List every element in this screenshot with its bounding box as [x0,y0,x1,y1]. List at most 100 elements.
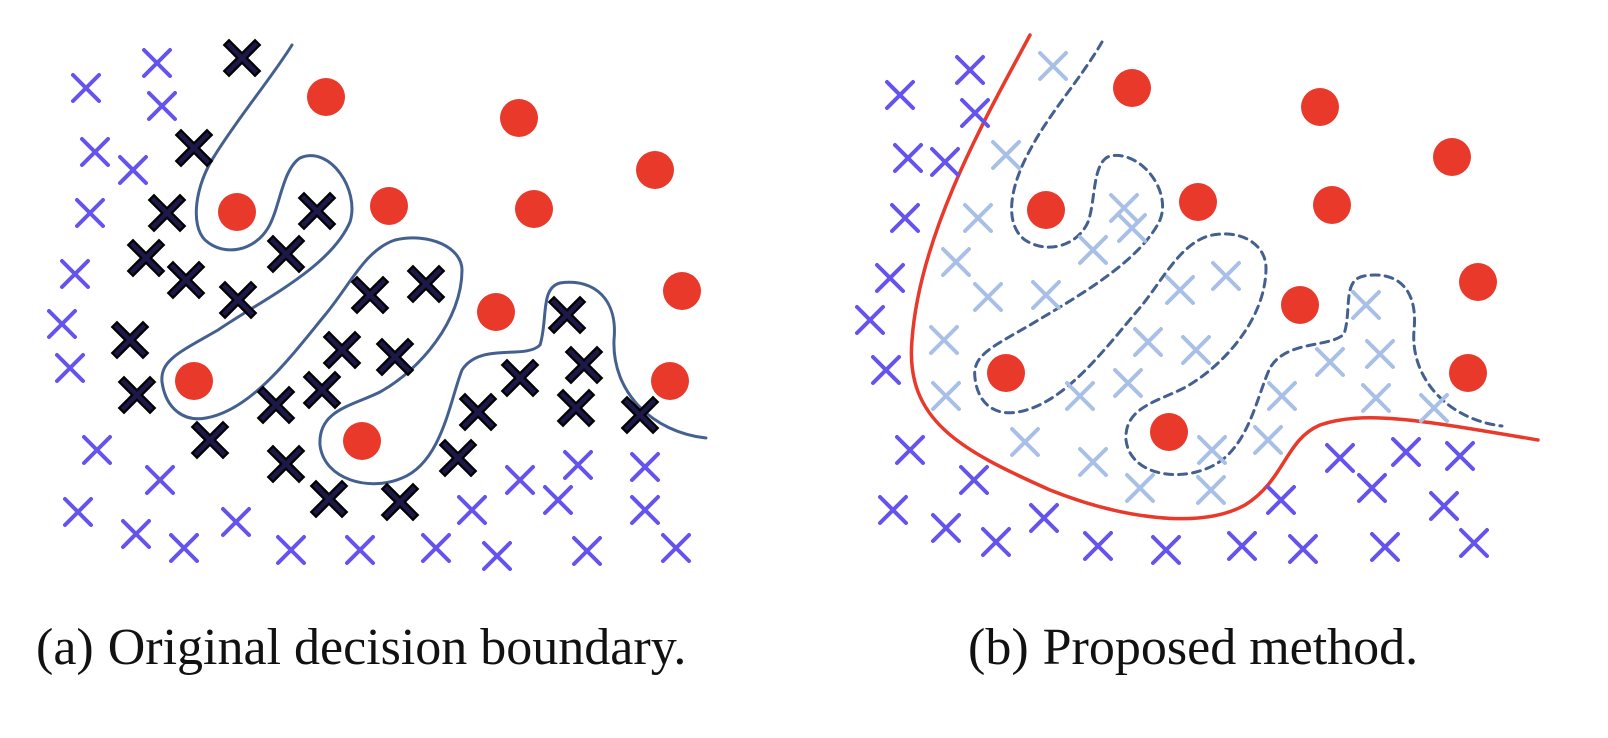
circle-point [1113,69,1151,107]
circle-point [218,193,256,231]
faded-cross-point [1165,275,1195,305]
circle-point [477,293,515,331]
faded-cross-point [1211,261,1241,291]
cross-point [82,435,112,465]
highlighted-cross-point [309,479,349,519]
cross-point [60,259,90,289]
cross-point [345,535,375,565]
faded-cross-point [1078,235,1108,265]
cross-point [931,513,961,543]
cross-point [661,533,691,563]
cross-point [1429,491,1459,521]
highlighted-cross-point [174,128,214,168]
highlighted-cross-point [564,345,604,385]
cross-point [142,48,172,78]
highlighted-cross-point [350,275,390,315]
highlighted-cross-point [110,320,150,360]
highlighted-cross-point [406,264,446,304]
highlighted-cross-point [190,420,230,460]
cross-point [1083,531,1113,561]
cross-point [457,495,487,525]
circle-point [307,78,345,116]
cross-point [871,355,901,385]
cross-point [630,452,660,482]
circle-point [1433,138,1471,176]
faded-cross-point [1109,193,1139,223]
faded-cross-point [973,282,1003,312]
circle-point [1150,413,1188,451]
faded-cross-point [1196,475,1226,505]
cross-point [1227,531,1257,561]
cross-point [855,305,885,335]
circle-point [987,354,1025,392]
faded-cross-point [1038,51,1068,81]
faded-cross-point [1078,447,1108,477]
cross-point [75,198,105,228]
faded-cross-point [931,381,961,411]
caption-a: (a)Original decision boundary. [36,608,686,688]
highlighted-cross-point [302,370,342,410]
highlighted-cross-point [147,193,187,233]
cross-point [930,147,960,177]
original-boundary-dashed-curve [973,40,1504,476]
circle-point [651,362,689,400]
cross-point [563,450,593,480]
faded-cross-point [1113,368,1143,398]
faded-cross-point [1419,393,1449,423]
cross-point [878,495,908,525]
faded-cross-point [1133,327,1163,357]
cross-point [80,137,110,167]
circle-point [1281,286,1319,324]
faded-cross-point [1010,427,1040,457]
highlighted-cross-point [547,295,587,335]
circle-point [500,99,538,137]
highlighted-cross-point [266,444,306,484]
cross-point [1370,532,1400,562]
cross-point [890,203,920,233]
circle-point [1313,186,1351,224]
cross-point [981,527,1011,557]
faded-cross-point [1181,335,1211,365]
cross-point [895,435,925,465]
cross-point [221,507,251,537]
caption-b-text: Proposed method. [1042,619,1419,676]
circle-point [515,190,553,228]
circle-point [1027,191,1065,229]
faded-cross-point [1117,213,1147,243]
cross-point [482,541,512,571]
highlighted-cross-point [500,358,540,398]
cross-point [1288,534,1318,564]
cross-point [1445,441,1475,471]
circle-point [663,272,701,310]
highlighted-cross-point [380,482,420,522]
cross-point [572,536,602,566]
caption-b: (b)Proposed method. [968,608,1418,688]
highlighted-cross-point [375,337,415,377]
circle-point [636,151,674,189]
faded-cross-point [1031,280,1061,310]
highlighted-cross-point [458,392,498,432]
faded-cross-point [1267,381,1297,411]
faded-cross-point [1125,473,1155,503]
circle-point [343,422,381,460]
cross-point [960,98,990,128]
highlighted-cross-point [322,330,362,370]
cross-point [1391,437,1421,467]
highlighted-cross-point [556,388,596,428]
cross-point [1357,473,1387,503]
faded-cross-point [1065,381,1095,411]
caption-a-text: Original decision boundary. [107,619,687,676]
cross-point [955,55,985,85]
highlighted-cross-point [218,280,258,320]
cross-point [169,533,199,563]
faded-cross-point [1253,425,1283,455]
cross-point [630,495,660,525]
cross-point [121,519,151,549]
circle-point [370,187,408,225]
faded-cross-point [1351,290,1381,320]
faded-cross-point [963,203,993,233]
cross-point [1151,535,1181,565]
highlighted-cross-point [256,385,296,425]
cross-point [421,533,451,563]
faded-cross-point [941,247,971,277]
